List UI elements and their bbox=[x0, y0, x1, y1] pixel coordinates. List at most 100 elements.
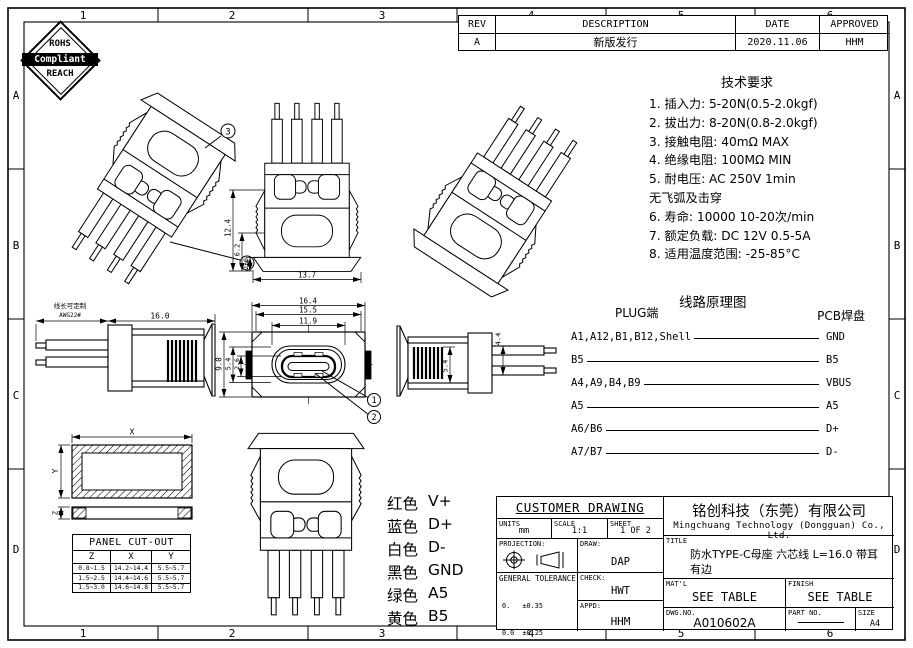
plug-pins: B5 bbox=[571, 354, 584, 366]
svg-text:1: 1 bbox=[371, 396, 376, 406]
panel-cutout-table: PANEL CUT-OUT Z X Y 0.8~1.5 14.2~14.4 5.… bbox=[72, 534, 191, 594]
svg-text:AWG22#: AWG22# bbox=[59, 312, 81, 319]
draw-cell: DRAW: DAP bbox=[578, 539, 664, 573]
wire-signal: B5 bbox=[428, 607, 449, 625]
plug-pins: A7/B7 bbox=[571, 446, 603, 458]
size-cell: SIZE A4 bbox=[858, 609, 881, 629]
svg-text:5: 5 bbox=[678, 627, 685, 640]
tech-requirement-line: 1. 插入力: 5-20N(0.5-2.0kgf) bbox=[649, 97, 818, 111]
svg-text:4: 4 bbox=[244, 260, 249, 270]
rev-header-cell: DATE bbox=[735, 16, 819, 33]
wire-color-item: 绿色 A5 bbox=[387, 584, 464, 607]
wire-color-legend: 红色 V+ 蓝色 D+ 白色 D- 黑色 GND 绿色 A5 黄色 B5 bbox=[387, 492, 464, 630]
scale-cell: SCALE 1:1 bbox=[552, 519, 608, 539]
svg-text:Y: Y bbox=[51, 468, 60, 473]
rev-cell: A bbox=[459, 33, 495, 50]
wire-line bbox=[586, 361, 819, 362]
svg-text:16.0: 16.0 bbox=[150, 312, 169, 321]
rev-cell: 2020.11.06 bbox=[735, 33, 819, 50]
schematic-row: B5 B5 bbox=[571, 344, 865, 367]
front-view bbox=[244, 324, 373, 406]
pco-cell: 0.8~1.5 bbox=[73, 563, 110, 573]
rev-header-cell: DESCRIPTION bbox=[495, 16, 735, 33]
tech-requirement-line: 7. 额定负载: DC 12V 0.5-5A bbox=[649, 228, 811, 243]
rohs-compliance-logo: ROHS Compliant REACH bbox=[18, 16, 102, 101]
svg-text:6: 6 bbox=[827, 627, 834, 640]
part-no-blank-line bbox=[797, 622, 844, 623]
rev-header-cell: APPROVED bbox=[819, 16, 889, 33]
wire-signal: A5 bbox=[428, 584, 449, 602]
svg-text:9.0: 9.0 bbox=[215, 357, 224, 371]
pco-cell: 14.4~14.6 bbox=[110, 572, 151, 583]
check-cell: CHECK: HWT bbox=[578, 573, 664, 601]
svg-text:5.4: 5.4 bbox=[442, 360, 450, 373]
schematic-pcb-header: PCB焊盘 bbox=[817, 309, 865, 323]
wire-color-name: 绿色 bbox=[387, 587, 419, 605]
plug-pins: A6/B6 bbox=[571, 423, 603, 435]
tech-requirement-line: 无飞弧及击穿 bbox=[649, 190, 723, 205]
side-view-left bbox=[35, 323, 216, 397]
svg-text:D: D bbox=[894, 543, 901, 556]
wire-line bbox=[605, 453, 819, 454]
wiring-schematic: 线路原理图 PLUG端 PCB焊盘 A1,A12,B1,B12,Shell GN… bbox=[571, 291, 865, 471]
pco-header-cell: Z bbox=[88, 552, 95, 562]
plug-pins: A1,A12,B1,B12,Shell bbox=[571, 331, 692, 343]
svg-text:13.7: 13.7 bbox=[298, 271, 316, 280]
logo-compliant-band: Compliant bbox=[22, 53, 98, 66]
side-view-right-dimensions bbox=[443, 345, 508, 384]
svg-text:B: B bbox=[894, 239, 901, 252]
wire-color-item: 蓝色 D+ bbox=[387, 515, 464, 538]
pco-header-cell: Y bbox=[151, 551, 190, 563]
svg-text:2.6: 2.6 bbox=[233, 358, 241, 370]
rear-view-dimensions bbox=[229, 189, 362, 283]
rev-cell: HHM bbox=[819, 33, 889, 50]
plug-pins: A4,A9,B4,B9 bbox=[571, 377, 641, 389]
wire-line bbox=[694, 338, 819, 339]
wire-color-name: 黑色 bbox=[387, 564, 419, 582]
tech-requirement-line: 5. 耐电压: AC 250V 1min bbox=[649, 172, 796, 187]
schematic-row: A4,A9,B4,B9 VBUS bbox=[571, 367, 865, 390]
pco-header-cell: X bbox=[110, 551, 151, 563]
border-frame bbox=[7, 7, 906, 641]
panel-cutout-title: PANEL CUT-OUT bbox=[73, 535, 190, 551]
title-cell: TITLE 防水TYPE-C母座 六芯线 L=16.0 带耳 有边 bbox=[664, 536, 894, 579]
bottom-view-middle bbox=[247, 432, 365, 616]
title-block: CUSTOMER DRAWING UNITS mm SCALE 1:1 SHEE… bbox=[496, 496, 894, 637]
wire-color-item: 白色 D- bbox=[387, 538, 464, 561]
svg-text:4.4: 4.4 bbox=[495, 333, 503, 346]
pcb-pad: A5 bbox=[826, 400, 839, 412]
schematic-row: A6/B6 D+ bbox=[571, 413, 865, 436]
pco-cell: 1.5~2.5 bbox=[73, 572, 110, 583]
pco-cell: 14.6~14.8 bbox=[110, 582, 151, 593]
pco-cell: 14.2~14.4 bbox=[110, 563, 151, 573]
tolerance-cell: GENERAL TOLERANCE 0. ±0.35 0.0 ±0.25 0.0… bbox=[497, 573, 578, 637]
schematic-row: A7/B7 D- bbox=[571, 436, 865, 459]
material-cell: MAT'L SEE TABLE bbox=[664, 579, 786, 608]
callout-3 bbox=[204, 123, 236, 149]
wire-color-item: 黑色 GND bbox=[387, 561, 464, 584]
schematic-plug-header: PLUG端 bbox=[615, 306, 659, 320]
plug-pins: A5 bbox=[571, 400, 584, 412]
svg-text:2: 2 bbox=[371, 413, 376, 423]
pco-cell: 1.5~3.0 bbox=[73, 582, 110, 593]
sheet-cell: SHEET 1 OF 2 bbox=[608, 519, 664, 539]
svg-text:16.4: 16.4 bbox=[299, 297, 318, 306]
tech-requirements: 技术要求 1. 插入力: 5-20N(0.5-2.0kgf) 2. 拔出力: 8… bbox=[649, 72, 907, 264]
schematic-row: A1,A12,B1,B12,Shell GND bbox=[571, 321, 865, 344]
wire-signal: D+ bbox=[428, 515, 453, 533]
wire-color-name: 红色 bbox=[387, 495, 419, 513]
panel-cutout-view bbox=[58, 434, 193, 520]
wire-color-item: 红色 V+ bbox=[387, 492, 464, 515]
front-view-dimensions bbox=[219, 302, 366, 398]
projection-symbol-icon bbox=[503, 550, 564, 570]
drawing-title: 防水TYPE-C母座 六芯线 L=16.0 带耳 有边 bbox=[690, 548, 878, 576]
pco-cell: 5.5~5.7 bbox=[151, 563, 190, 573]
svg-text:5.4: 5.4 bbox=[225, 358, 233, 371]
svg-text:D: D bbox=[13, 543, 20, 556]
company-name-cn: 铭创科技（东莞）有限公司 bbox=[692, 504, 866, 520]
svg-text:6.2: 6.2 bbox=[234, 244, 242, 257]
rear-view-top-middle bbox=[252, 102, 362, 272]
logo-rohs-text: ROHS bbox=[49, 39, 71, 49]
